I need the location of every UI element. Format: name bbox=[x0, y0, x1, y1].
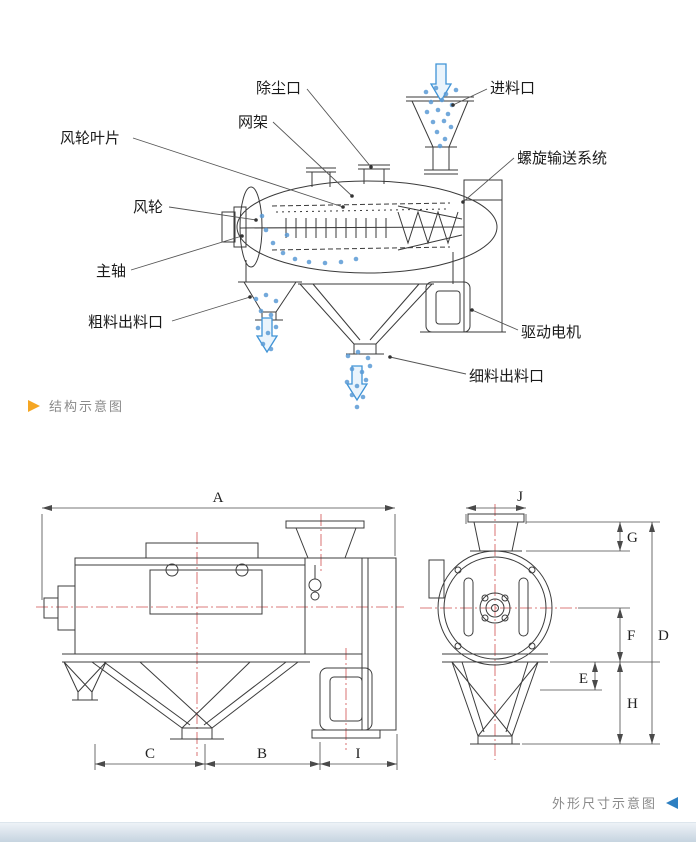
dim-letter-e: E bbox=[579, 671, 588, 687]
label-wind-wheel-blades: 风轮叶片 bbox=[60, 130, 120, 147]
machine-body bbox=[221, 180, 498, 285]
screw-conveyor-drawing bbox=[397, 205, 463, 251]
dim-letter-d: D bbox=[658, 628, 669, 644]
dimension-diagram: A J C B I G F E H D bbox=[36, 489, 669, 770]
fine-flow-arrow-icon bbox=[345, 365, 369, 402]
fine-outlet-funnel bbox=[298, 283, 434, 355]
feed-hopper bbox=[406, 96, 474, 175]
leader-lines bbox=[130, 88, 519, 375]
wind-wheel-blades-drawing bbox=[285, 218, 387, 238]
dim-letter-a: A bbox=[213, 490, 224, 506]
dim-letter-f: F bbox=[627, 628, 635, 644]
drive-motor-drawing bbox=[425, 281, 471, 333]
dim-letter-i: I bbox=[356, 746, 361, 762]
label-dust-port: 除尘口 bbox=[256, 80, 301, 97]
dust-ports bbox=[306, 164, 390, 187]
structure-caption-text: 结构示意图 bbox=[49, 399, 125, 414]
blue-left-arrow-icon bbox=[666, 796, 678, 809]
side-view bbox=[43, 520, 397, 740]
dim-letter-j: J bbox=[517, 489, 523, 505]
dim-letter-h: H bbox=[627, 696, 638, 712]
structure-caption: 结构示意图 bbox=[28, 396, 124, 415]
part-labels: 风轮叶片 网架 除尘口 进料口 螺旋输送系统 风轮 主轴 粗料出料口 驱动电机 … bbox=[60, 80, 607, 385]
yellow-right-arrow-icon bbox=[28, 399, 40, 412]
structure-diagram: 风轮叶片 网架 除尘口 进料口 螺旋输送系统 风轮 主轴 粗料出料口 驱动电机 … bbox=[60, 63, 607, 410]
end-view bbox=[428, 513, 553, 745]
leader-dots bbox=[240, 103, 474, 359]
label-fine-outlet: 细料出料口 bbox=[469, 368, 544, 385]
dimension-caption: 外形尺寸示意图 bbox=[552, 793, 678, 812]
label-screw-conveyor-system: 螺旋输送系统 bbox=[517, 150, 607, 167]
label-main-shaft: 主轴 bbox=[96, 263, 126, 280]
label-coarse-outlet: 粗料出料口 bbox=[88, 314, 163, 331]
label-drive-motor: 驱动电机 bbox=[521, 324, 581, 341]
dimension-caption-text: 外形尺寸示意图 bbox=[551, 796, 657, 811]
label-feed-inlet: 进料口 bbox=[490, 80, 535, 97]
dim-letter-c: C bbox=[145, 746, 155, 762]
dimension-lines bbox=[41, 505, 660, 770]
label-wind-wheel: 风轮 bbox=[133, 199, 163, 216]
mesh-and-shaft bbox=[239, 202, 465, 251]
dim-letter-b: B bbox=[257, 746, 267, 762]
dim-letter-g: G bbox=[627, 530, 638, 546]
feed-flow-arrow-icon bbox=[429, 63, 453, 103]
particles bbox=[253, 85, 459, 410]
label-mesh-frame: 网架 bbox=[238, 114, 268, 131]
dimension-letters: A J C B I G F E H D bbox=[145, 489, 669, 762]
footer-bar bbox=[0, 822, 696, 842]
centerlines bbox=[36, 504, 578, 760]
